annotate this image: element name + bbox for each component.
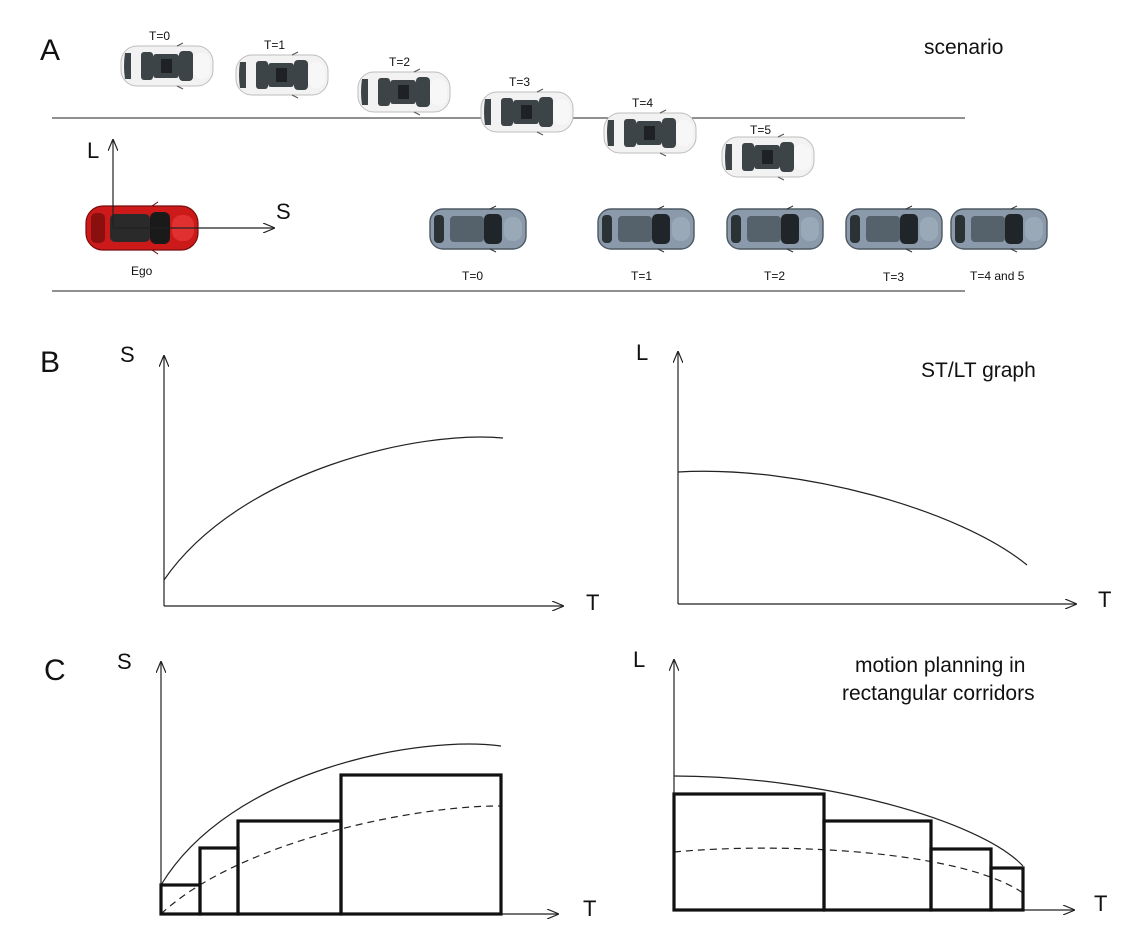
car-icon <box>235 51 329 99</box>
lower-car-time: T=4 and 5 <box>970 269 1025 283</box>
corridor-lt-upper-bound <box>673 775 1024 867</box>
lower-car-t0: T=0 <box>429 205 527 283</box>
st-trajectory-curve <box>163 436 504 581</box>
upper-car-t2: T=2 <box>357 55 451 116</box>
car-icon <box>950 205 1048 253</box>
corridor-st-y-label: S <box>117 649 132 674</box>
panel-b-title: ST/LT graph <box>921 359 1036 382</box>
lower-car-time: T=1 <box>631 269 652 283</box>
panel-b-label: B <box>40 346 60 379</box>
panel-a: A scenario T=0 T=1 T=2 T=3 T=4 T=5 <box>40 29 1048 292</box>
panel-c-title-line2: rectangular corridors <box>842 682 1035 705</box>
car-icon <box>597 205 695 253</box>
corridor-st-box-3 <box>236 819 343 916</box>
car-icon <box>429 205 527 253</box>
corridor-st-planned-path <box>160 805 502 915</box>
upper-car-time: T=2 <box>389 55 410 69</box>
panel-c-title-line1: motion planning in <box>855 654 1025 677</box>
corridor-lt-y-label: L <box>633 647 645 672</box>
lower-car-t1: T=1 <box>597 205 695 283</box>
panel-c: C motion planning in rectangular corrido… <box>44 647 1107 921</box>
lower-car-t4-and-5: T=4 and 5 <box>950 205 1048 283</box>
lower-car-t3: T=3 <box>845 205 943 284</box>
corridor-lt-box-3 <box>929 847 993 912</box>
corridor-lt-box-4 <box>989 866 1025 912</box>
upper-car-time: T=4 <box>632 96 653 110</box>
ego-label: Ego <box>131 264 153 278</box>
car-icon <box>603 109 697 157</box>
frame-l-label: L <box>87 138 99 163</box>
upper-car-time: T=1 <box>264 38 285 52</box>
upper-car-time: T=0 <box>149 29 170 43</box>
lt-trajectory-curve <box>677 470 1028 566</box>
corridor-lt-planned-path <box>673 847 1024 894</box>
corridor-st-upper-bound <box>160 743 502 886</box>
corridor-st-box-2 <box>198 846 240 916</box>
panel-b: B ST/LT graph S T L T <box>40 340 1111 615</box>
lower-car-time: T=2 <box>764 269 785 283</box>
corridor-st-box-1 <box>159 883 202 916</box>
lt-x-label: T <box>1098 587 1111 612</box>
upper-car-time: T=3 <box>509 75 530 89</box>
upper-car-t5: T=5 <box>721 123 815 181</box>
upper-car-t3: T=3 <box>480 75 574 136</box>
st-x-label: T <box>586 590 599 615</box>
lt-y-label: L <box>636 340 648 365</box>
car-icon <box>845 205 943 253</box>
st-y-label: S <box>120 342 135 367</box>
upper-car-t1: T=1 <box>235 38 329 99</box>
panel-a-label: A <box>40 34 60 67</box>
upper-car-t0: T=0 <box>120 29 214 90</box>
car-icon <box>726 205 824 253</box>
corridor-lt-box-2 <box>822 819 933 912</box>
frame-s-label: S <box>276 199 291 224</box>
upper-car-time: T=5 <box>750 123 771 137</box>
upper-car-t4: T=4 <box>603 96 697 157</box>
corridor-st-x-label: T <box>583 896 596 921</box>
lower-car-time: T=0 <box>462 269 483 283</box>
car-icon <box>480 88 574 136</box>
panel-c-label: C <box>44 654 66 687</box>
corridor-lt-x-label: T <box>1094 891 1107 916</box>
panel-a-title: scenario <box>924 36 1003 59</box>
lower-car-time: T=3 <box>883 270 904 284</box>
corridor-lt-box-1 <box>672 792 826 912</box>
ego-car: Ego <box>85 201 199 278</box>
car-icon <box>120 42 214 90</box>
car-icon <box>721 133 815 181</box>
lower-car-t2: T=2 <box>726 205 824 283</box>
car-icon <box>357 68 451 116</box>
corridor-st-box-4 <box>339 773 503 916</box>
